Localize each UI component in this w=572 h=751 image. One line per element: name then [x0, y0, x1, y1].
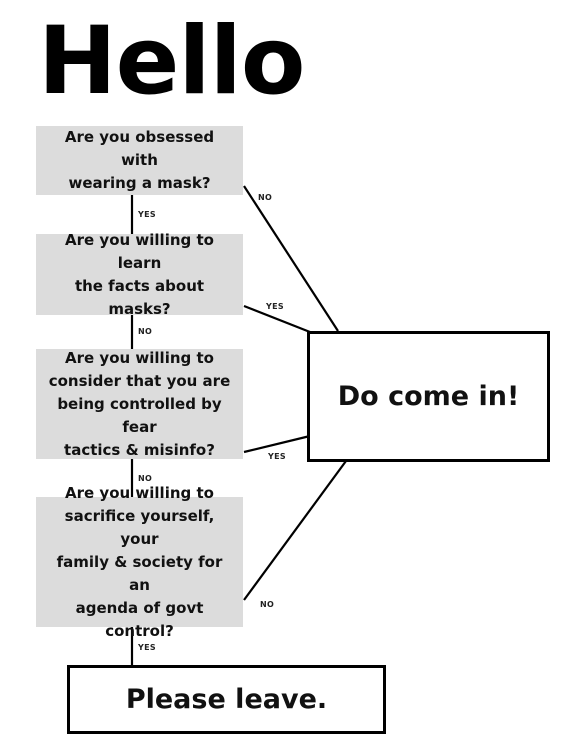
- page-title: Hello: [38, 7, 305, 116]
- edge-q3-enter: [243, 434, 311, 454]
- question-box-2: Are you willing to learn the facts about…: [36, 231, 243, 318]
- edge-label-q2-no: NO: [138, 327, 153, 336]
- edge-q2-enter: [243, 304, 311, 334]
- edge-label-q4-no: NO: [260, 600, 275, 609]
- question-box-4: Are you willing to sacrifice yourself, y…: [36, 484, 243, 640]
- edge-q1-enter: [243, 185, 339, 332]
- edge-q4-enter: [243, 460, 347, 601]
- edge-label-q3-no: NO: [138, 474, 153, 483]
- question-box-1: Are you obsessed with wearing a mask?: [36, 126, 243, 195]
- edge-label-q4-yes: YES: [138, 643, 156, 652]
- edge-label-q2-yes: YES: [266, 302, 284, 311]
- outcome-do-come-in: Do come in!: [307, 331, 550, 462]
- edge-label-q1-yes: YES: [138, 210, 156, 219]
- edge-label-q3-yes: YES: [268, 452, 286, 461]
- outcome-please-leave: Please leave.: [67, 665, 386, 734]
- edge-label-q1-no: NO: [258, 193, 273, 202]
- question-box-3: Are you willing to consider that you are…: [36, 349, 243, 459]
